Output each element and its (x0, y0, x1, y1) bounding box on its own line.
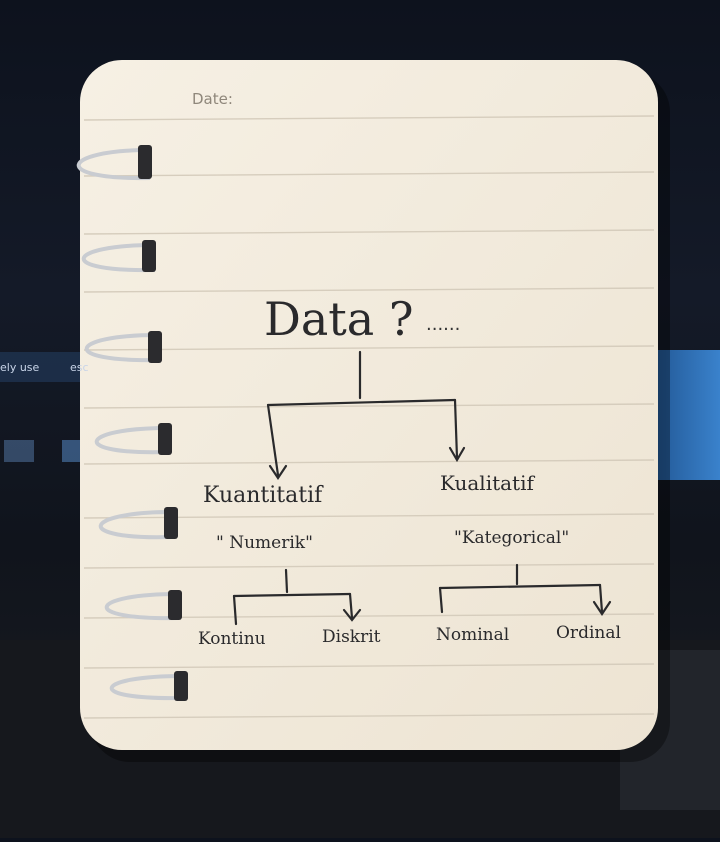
leaf-right-2: Ordinal (556, 623, 621, 643)
background-screen-text: ely use (0, 361, 40, 374)
tree-connectors (232, 350, 612, 626)
title-trail: ...... (426, 314, 460, 335)
diagram-title: Data ? (264, 292, 414, 346)
spiral-rings (76, 148, 184, 701)
leaf-left-1: Kontinu (198, 629, 266, 649)
branch-right-note: "Kategorical" (454, 528, 569, 548)
branch-left-label: Kuantitatif (203, 483, 324, 508)
date-label: Date: (192, 90, 233, 108)
branch-left-note: " Numerik" (216, 533, 313, 553)
leaf-right-1: Nominal (436, 625, 509, 645)
leaf-left-2: Diskrit (322, 627, 381, 647)
branch-right-label: Kualitatif (440, 471, 535, 495)
folder-icon (4, 440, 34, 462)
background-esc-key: esc (70, 361, 89, 374)
ring-holes (138, 145, 188, 701)
